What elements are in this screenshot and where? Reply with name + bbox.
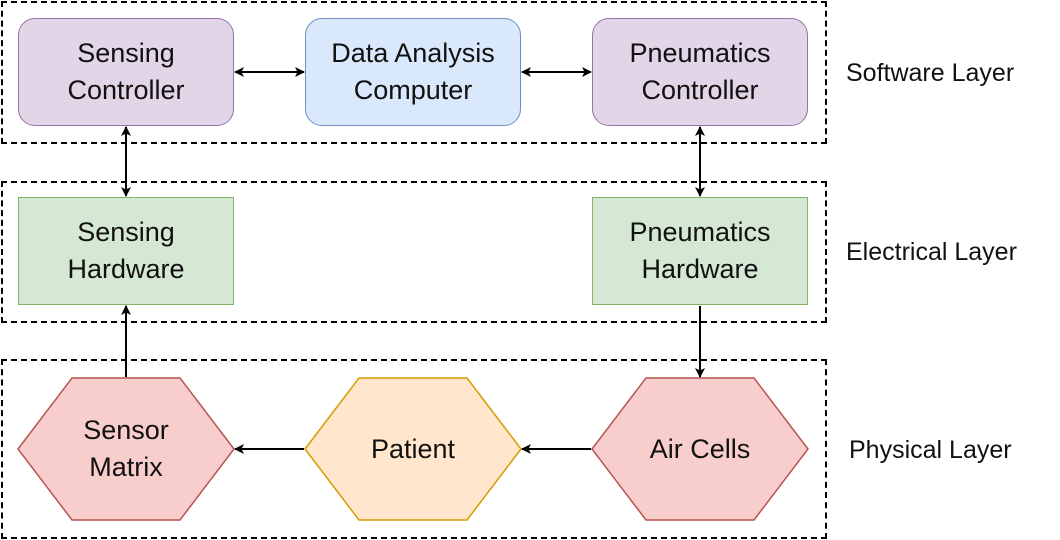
- air-cells-hexagon: [591, 377, 809, 521]
- sensing-hardware-node: Sensing Hardware: [18, 197, 234, 305]
- electrical-layer-label: Electrical Layer: [846, 238, 1017, 266]
- sensing-controller-node: Sensing Controller: [18, 18, 234, 126]
- patient-label: Patient: [370, 433, 456, 464]
- sensor-matrix-label: Sensor Matrix: [83, 415, 169, 482]
- physical-layer-frame: [1, 359, 827, 539]
- physical-layer-label: Physical Layer: [849, 436, 1012, 464]
- air-cells-label: Air Cells: [649, 433, 751, 464]
- pneumatics-hardware-node: Pneumatics Hardware: [592, 197, 808, 305]
- electrical-layer-frame: [1, 181, 827, 323]
- data-analysis-computer-node: Data Analysis Computer: [305, 18, 521, 126]
- pneumatics-controller-node: Pneumatics Controller: [592, 18, 808, 126]
- software-layer-label: Software Layer: [846, 59, 1015, 87]
- software-layer-frame: [1, 1, 827, 144]
